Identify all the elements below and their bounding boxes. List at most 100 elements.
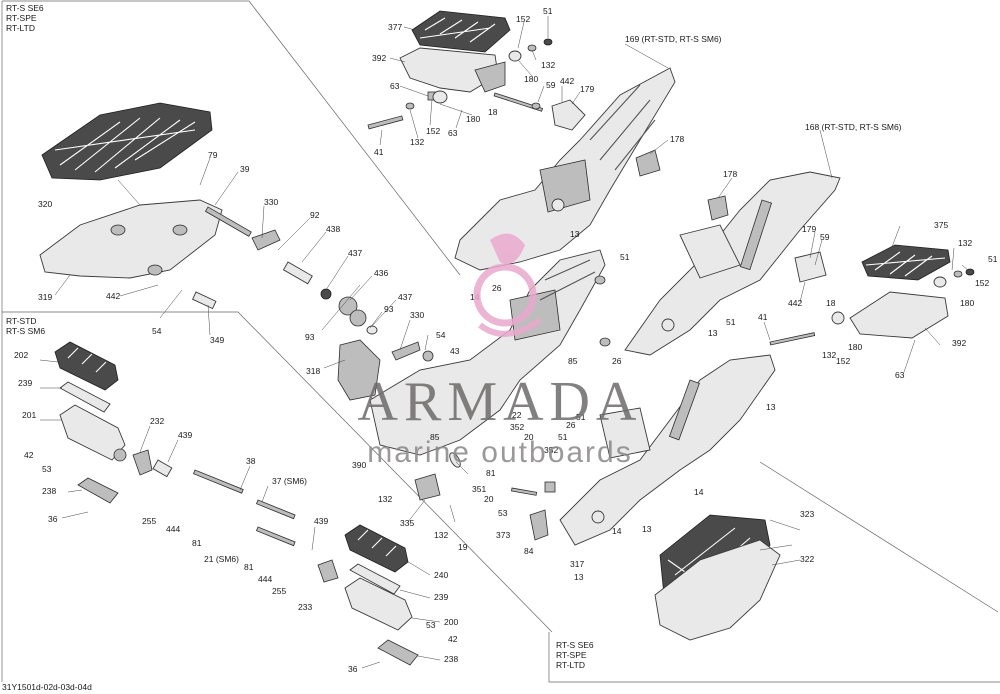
callout-label: 255: [142, 516, 156, 526]
callout-label: 323: [800, 509, 814, 519]
zone-label-bottom-right: RT-S SE6 RT-SPE RT-LTD: [556, 640, 594, 670]
leader-lines: [39, 16, 971, 669]
callout-label: 37 (SM6): [272, 476, 307, 486]
footpeg-bracket-392: [399, 47, 506, 93]
zone-label-line: RT-SPE: [6, 13, 37, 23]
callout-label: 92: [310, 210, 320, 220]
callout-label: 437: [398, 292, 412, 302]
callout-label: 84: [524, 546, 534, 556]
callout-label: 436: [374, 268, 388, 278]
callout-label: 26: [612, 356, 622, 366]
callout-label: 42: [24, 450, 34, 460]
callout-label: 51: [988, 254, 998, 264]
footpeg-bracket-392-right: [769, 251, 975, 346]
callout-label: 132: [958, 238, 972, 248]
callout-label: 81: [486, 468, 496, 478]
callout-label: 439: [178, 430, 192, 440]
callout-label: 373: [496, 530, 510, 540]
clip-178-right: [707, 195, 729, 221]
clip-178-top: [635, 149, 661, 177]
watermark-logo-mark: [473, 233, 542, 337]
callout-label: 238: [42, 486, 56, 496]
callout-label: 93: [305, 332, 315, 342]
callout-label: 322: [800, 554, 814, 564]
watermark-title: ARMADA: [358, 371, 643, 433]
footpeg-plate-375: [861, 244, 951, 281]
callout-label: 180: [848, 342, 862, 352]
callout-label: 63: [390, 81, 400, 91]
callout-label: 201: [22, 410, 36, 420]
callout-label: 442: [788, 298, 802, 308]
callout-label: 132: [541, 60, 555, 70]
footpeg-rubber-240: [344, 524, 409, 573]
plate-239-left: [59, 381, 111, 413]
callout-label: 349: [210, 335, 224, 345]
callout-label: 377: [388, 22, 402, 32]
callout-label: 152: [426, 126, 440, 136]
callout-label: 442: [560, 76, 574, 86]
callout-label: 179: [580, 84, 594, 94]
callout-label: 85: [430, 432, 440, 442]
callout-label: 178: [723, 169, 737, 179]
callout-label: 18: [488, 107, 498, 117]
callout-label: 442: [106, 291, 120, 301]
callout-label: 36: [348, 664, 358, 674]
callout-label: 14: [694, 487, 704, 497]
callout-label: 169 (RT-STD, RT-S SM6): [625, 34, 722, 44]
callout-label: 240: [434, 570, 448, 580]
callout-label: 351: [472, 484, 486, 494]
footpeg-bracket-322: [654, 539, 781, 641]
footpeg-bracket-319: [39, 199, 223, 279]
callout-label: 13: [766, 402, 776, 412]
callout-label: 180: [466, 114, 480, 124]
callout-label: 202: [14, 350, 28, 360]
callout-label: 255: [272, 586, 286, 596]
zone-frame-top-left: [2, 0, 461, 276]
callout-label: 51: [620, 252, 630, 262]
callout-label: 318: [306, 366, 320, 376]
small-hardware-top: [367, 38, 586, 131]
callout-label: 53: [426, 620, 436, 630]
zone-label-line: RT-LTD: [6, 23, 35, 33]
callout-label: 53: [498, 508, 508, 518]
footpeg-plate-320: [41, 102, 213, 181]
part-233: [317, 559, 339, 583]
callout-label: 13: [574, 572, 584, 582]
pin-39: [204, 206, 252, 237]
callout-label: 85: [568, 356, 578, 366]
callout-label: 392: [372, 53, 386, 63]
callout-label: 20: [484, 494, 494, 504]
callout-label: 19: [458, 542, 468, 552]
part-232: [132, 449, 153, 476]
callout-label: 54: [436, 330, 446, 340]
callout-label: 317: [570, 559, 584, 569]
callout-label: 239: [18, 378, 32, 388]
callout-label: 26: [566, 420, 576, 430]
callout-label: 13: [642, 524, 652, 534]
footpeg-201: [59, 404, 127, 462]
armada-watermark: ARMADA marine outboards: [358, 233, 643, 469]
callout-label: 319: [38, 292, 52, 302]
callout-label: 51: [726, 317, 736, 327]
zone-label-line: RT-SPE: [556, 650, 587, 660]
callout-label: 444: [258, 574, 272, 584]
bolt-349: [192, 291, 217, 310]
zone-label-mid-left: RT-STD RT-S SM6: [6, 316, 45, 336]
callout-label: 21 (SM6): [204, 554, 239, 564]
callout-label: 437: [348, 248, 362, 258]
zone-frame-right: [759, 461, 999, 613]
zone-label-line: RT-STD: [6, 316, 37, 326]
part-238-left: [77, 477, 119, 504]
zone-frame-mid-left: [2, 311, 553, 633]
footpeg-200: [344, 577, 413, 631]
footrest-support-168: [624, 171, 841, 356]
callout-label: 390: [352, 460, 366, 470]
callout-label: 13: [570, 229, 580, 239]
footrest-support-169: [454, 67, 676, 271]
pin-38: [192, 469, 244, 494]
callout-label: 132: [434, 530, 448, 540]
footrest-support-317: [559, 354, 776, 546]
plate-239-right: [349, 563, 401, 595]
